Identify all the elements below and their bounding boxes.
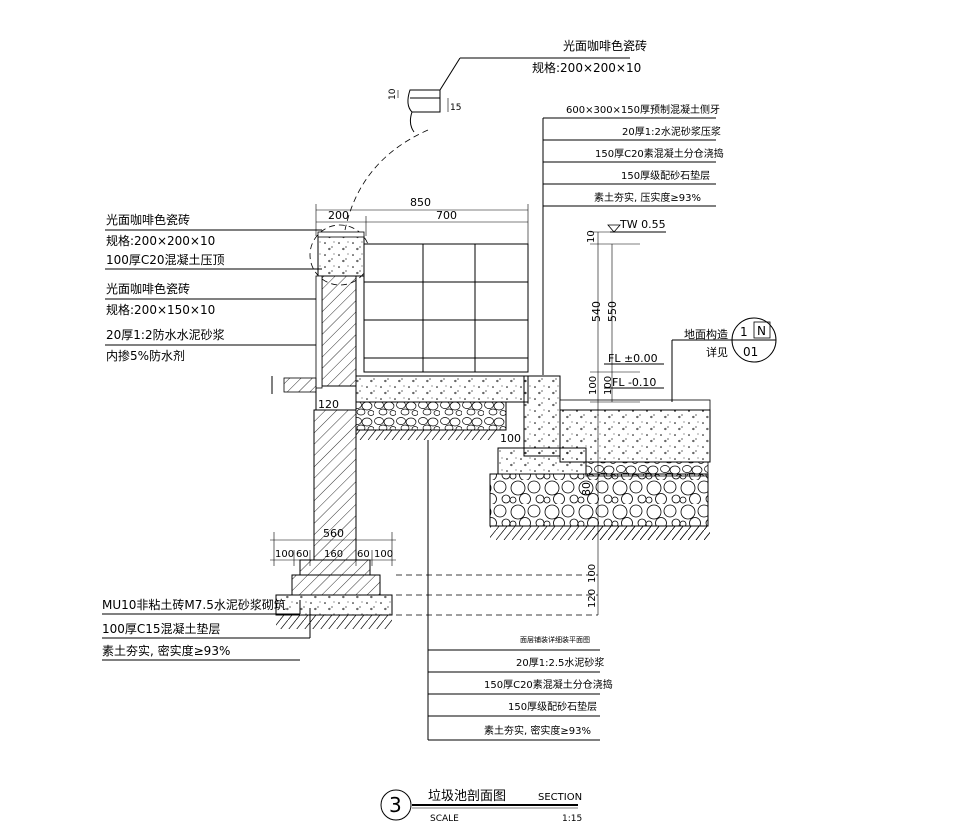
- fl-bottom: FL -0.10: [612, 376, 656, 389]
- dim-200: 200: [328, 209, 349, 222]
- dim-h120: 120: [318, 398, 339, 411]
- detail-letter: N: [757, 324, 766, 338]
- right-layer-1: 600×300×150厚预制混凝土侧牙: [566, 103, 720, 116]
- dim-v550: 550: [606, 301, 619, 322]
- detail-bottom-number: 01: [743, 345, 758, 359]
- bottom-layer-1: 面层铺装详细装平面图: [520, 635, 590, 644]
- fl-top: FL ±0.00: [608, 352, 658, 365]
- top-dimensions: 850 200 700: [315, 196, 529, 245]
- left-note-1: 光面咖啡色瓷砖: [106, 212, 190, 227]
- detail-top-number: 1: [740, 325, 748, 339]
- dim-f60b: 60: [357, 549, 370, 560]
- bottom-layer-5: 素土夯实, 密实度≥93%: [484, 724, 591, 737]
- left-note-3: 100厚C20混凝土压顶: [106, 252, 225, 267]
- dim-f100a: 100: [275, 549, 294, 560]
- dim-footing-560: 560: [323, 527, 344, 540]
- dim-v540: 540: [590, 301, 603, 322]
- left-note-5: 规格:200×150×10: [106, 302, 215, 317]
- dim-v100b: 100: [603, 376, 614, 395]
- right-layer-2: 20厚1:2水泥砂浆压浆: [622, 125, 721, 138]
- bottom-note-1: MU10非粘土砖M7.5水泥砂浆砌筑: [102, 597, 286, 612]
- title-scale-label: SCALE: [430, 814, 459, 824]
- dim-700: 700: [436, 209, 457, 222]
- footing-section: 560 100 60 160 60 100: [270, 527, 598, 629]
- dim-base100: 100: [587, 564, 598, 583]
- detail-label-1: 地面构造: [684, 327, 728, 341]
- detail-label-2: 详见: [706, 345, 728, 359]
- left-note-2: 规格:200×200×10: [106, 233, 215, 248]
- bottom-layer-4: 150厚级配砂石垫层: [508, 700, 597, 713]
- left-layer-notes: 光面咖啡色瓷砖 规格:200×200×10 100厚C20混凝土压顶 光面咖啡色…: [105, 212, 322, 363]
- right-layer-5: 素土夯实, 压实度≥93%: [594, 191, 701, 204]
- top-tile-callout: 光面咖啡色瓷砖 规格:200×200×10 10 15: [344, 38, 647, 231]
- top-callout-line1: 光面咖啡色瓷砖: [563, 38, 647, 53]
- bottom-layer-2: 20厚1:2.5水泥砂浆: [516, 656, 604, 669]
- left-bottom-notes: MU10非粘土砖M7.5水泥砂浆砌筑 100厚C15混凝土垫层 素土夯实, 密实…: [102, 597, 311, 661]
- dim-f100b: 100: [374, 549, 393, 560]
- top-dim-10: 10: [388, 88, 398, 100]
- bottom-note-2: 100厚C15混凝土垫层: [102, 621, 221, 636]
- top-callout-line2: 规格:200×200×10: [532, 60, 641, 75]
- bottom-layer-notes: 面层铺装详细装平面图 20厚1:2.5水泥砂浆 150厚C20素混凝土分仓浇捣 …: [427, 440, 613, 741]
- title-number: 3: [389, 793, 402, 817]
- left-note-7: 内掺5%防水剂: [106, 348, 185, 363]
- title-text: 垃圾池剖面图: [428, 789, 506, 804]
- dim-f160: 160: [324, 549, 343, 560]
- left-note-4: 光面咖啡色瓷砖: [106, 281, 190, 296]
- title-scale: 1:15: [562, 814, 582, 824]
- dim-850: 850: [410, 196, 431, 209]
- dim-v100a: 100: [588, 376, 599, 395]
- detail-reference: 地面构造 详见 1 N 01: [671, 317, 777, 402]
- title-section: SECTION: [538, 792, 582, 803]
- left-note-6: 20厚1:2防水水泥砂浆: [106, 327, 225, 342]
- title-block: 3 垃圾池剖面图 SECTION SCALE 1:15: [380, 789, 582, 824]
- bin-wall-section: 120: [271, 224, 529, 561]
- dim-h100: 100: [500, 432, 521, 445]
- bottom-layer-3: 150厚C20素混凝土分仓浇捣: [484, 678, 613, 691]
- right-layer-4: 150厚级配砂石垫层: [621, 169, 710, 182]
- vertical-dimensions: 10 540 550 100 100 TW 0.55 FL ±0.00 FL -…: [586, 218, 666, 615]
- bottom-note-3: 素土夯实, 密实度≥93%: [102, 643, 230, 658]
- dim-v10: 10: [586, 230, 597, 243]
- right-layer-notes: 600×300×150厚预制混凝土侧牙 20厚1:2水泥砂浆压浆 150厚C20…: [542, 103, 724, 375]
- curb-and-paving: 100 80: [489, 375, 711, 540]
- dim-h80: 80: [580, 482, 593, 496]
- tw-level: TW 0.55: [619, 218, 666, 231]
- right-layer-3: 150厚C20素混凝土分仓浇捣: [595, 147, 724, 160]
- dim-f60a: 60: [296, 549, 309, 560]
- dim-base120: 120: [587, 589, 598, 608]
- top-dim-15: 15: [450, 103, 461, 113]
